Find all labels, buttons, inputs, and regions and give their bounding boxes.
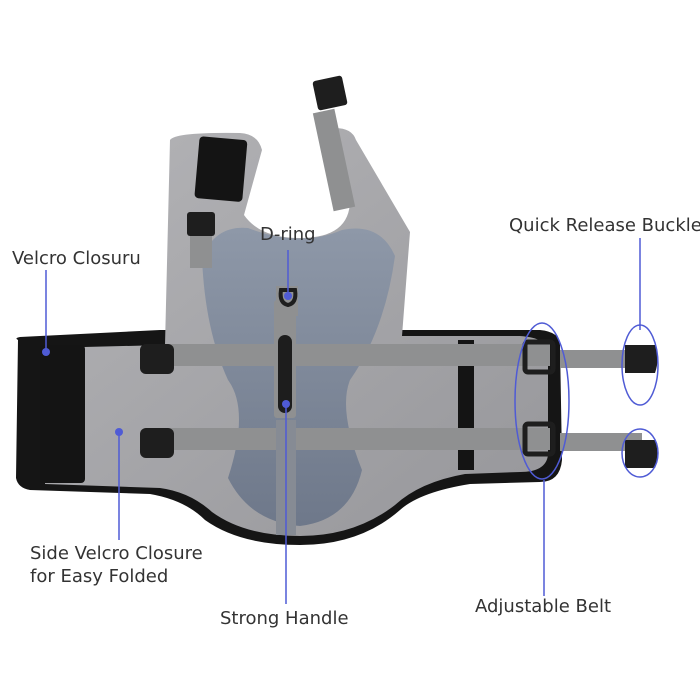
- velcro-closure-label: Velcro Closuru: [12, 248, 141, 269]
- callout-lines: [45, 238, 659, 604]
- side-velcro-label-line2: for Easy Folded: [30, 566, 169, 587]
- lower-left-buckle: [140, 428, 174, 458]
- d-ring: [278, 288, 298, 308]
- upper-quick-release-buckle: [625, 345, 658, 373]
- quick-release-ellipse-upper: [621, 324, 659, 406]
- quick-release-buckle-label: Quick Release Buckle: [509, 215, 700, 236]
- upper-belt-strap: [160, 344, 550, 366]
- callout-dots: [42, 292, 292, 436]
- quick-release-ellipse-lower: [621, 428, 659, 478]
- side-velcro-callout-dot: [115, 428, 123, 436]
- strong-handle: [278, 335, 292, 413]
- side-velcro-label-line1: Side Velcro Closure: [30, 543, 203, 564]
- lower-belt-tail: [560, 433, 642, 451]
- handle-callout-dot: [282, 400, 290, 408]
- upper-left-buckle: [140, 344, 174, 374]
- neck-strap: [312, 108, 356, 212]
- adjustable-belt-label: Adjustable Belt: [475, 596, 612, 617]
- d-ring-callout-dot: [284, 292, 292, 300]
- left-neck-buckle: [187, 212, 215, 236]
- adjustable-belt-ellipse: [514, 322, 570, 480]
- shoulder-velcro-patch: [194, 136, 248, 202]
- lower-adjust-slider: [522, 421, 556, 457]
- left-neck-strap: [190, 232, 212, 268]
- lower-quick-release-buckle: [625, 440, 658, 468]
- lower-belt-strap: [160, 428, 550, 450]
- d-ring-label: D-ring: [260, 224, 316, 245]
- velcro-callout-dot: [42, 348, 50, 356]
- strong-handle-label: Strong Handle: [220, 608, 349, 629]
- neck-buckle: [312, 75, 348, 111]
- upper-adjust-slider: [522, 339, 556, 375]
- side-velcro-strip: [40, 345, 85, 483]
- vest-center-panel: [202, 227, 395, 526]
